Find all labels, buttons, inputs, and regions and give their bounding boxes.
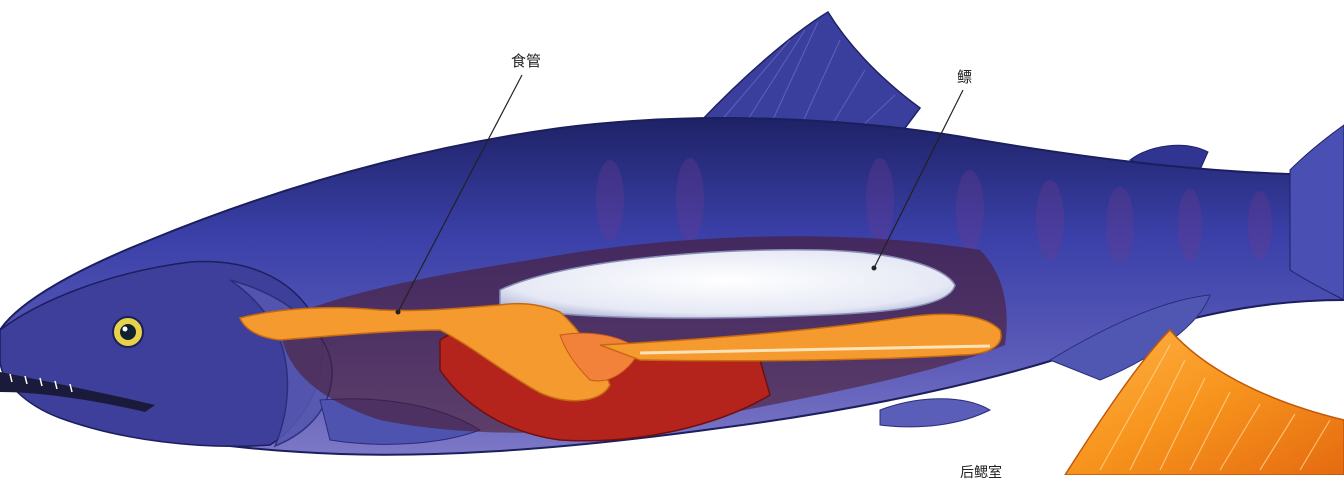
caudal-fin bbox=[1290, 125, 1344, 300]
swim-bladder-label: 鳔 bbox=[957, 66, 972, 87]
partial-bottom-label: 后鳃室 bbox=[960, 462, 1002, 482]
pelvic-fin bbox=[880, 399, 990, 427]
dorsal-fin bbox=[700, 12, 920, 129]
esophagus-label: 食管 bbox=[511, 50, 541, 71]
